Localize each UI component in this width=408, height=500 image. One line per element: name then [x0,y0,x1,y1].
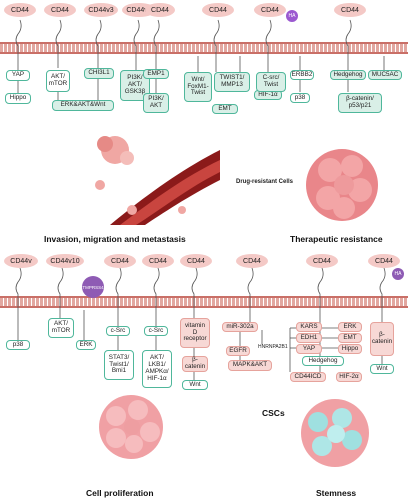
box-stat3-twist1-bmi1: STAT3/ Twist1/ Bmi1 [104,350,134,380]
box-mapk-akt: MAPK&AKT [228,360,272,371]
box-yap: YAP [296,344,322,354]
box-bcatenin: β- catenin [182,356,208,372]
receptor-label: CD44v10 [46,254,84,268]
receptor-label: CD44 [145,3,175,17]
receptor-label: CD44 [368,254,400,268]
box-emt: EMT [338,333,362,343]
box-p38: p38 [290,93,310,103]
receptor-label: CD44 [44,3,76,17]
box-erk: ERK [338,322,362,332]
box-csrc-2: c-Src [144,326,168,336]
box-vitamin-d-receptor: vitamin D receptor [180,318,210,348]
box-emt: EMT [212,104,238,114]
hyaluronan-circle: HA [392,268,404,280]
box-emp1: EMP1 [143,69,169,79]
bottom-cell-membrane [0,296,408,308]
hyaluronan-circle: HA [286,10,298,22]
box-hippo: Hippo [338,344,362,354]
box-pi3k-akt: PI3K/ AKT [143,93,169,113]
box-csrc-1: c-Src [106,326,130,336]
box-erbb2: ERBB2 [290,70,314,80]
box-mir302a: miR-302a [222,322,258,332]
box-edh1: EDH1 [296,333,322,343]
caption-cell-proliferation: Cell proliferation [86,488,154,498]
proliferating-cells-illustration [86,392,176,462]
csc-tumor-illustration [290,396,380,470]
box-bcatenin-2: β- catenin [370,322,394,356]
box-hippo: Hippo [5,93,31,104]
receptor-label: CD44 [142,254,174,268]
receptor-label: CD44 [254,3,286,17]
caption-stemness: Stemness [316,488,357,498]
box-wnt-foxm1-twist: Wnt/ FoxM1- Twist [184,72,212,102]
blood-vessel-illustration [70,130,220,225]
box-chi3l1: CHI3L1 [84,68,114,79]
receptor-label: CD44 [334,3,366,17]
box-cd44icd: CD44ICD [290,372,326,382]
receptor-label: CD44 [180,254,212,268]
receptor-label: CD44 [236,254,268,268]
receptor-label: CD44 [104,254,136,268]
box-akt-mtor: AKT/ mTOR [48,318,74,338]
box-hif2a: HIF-2α [336,372,362,382]
tumor-mass-illustration [300,140,384,230]
tmprss4-circle: TMPRSS4 [82,276,104,298]
caption-invasion: Invasion, migration and metastasis [44,234,186,244]
box-csrc-twist: C-src/ Twist [256,72,286,92]
top-cell-membrane [0,42,408,54]
box-erk-akt-wnt: ERK&AKT&Wnt [52,100,114,111]
box-egfr: EGFR [226,346,250,356]
receptor-label: CD44 [306,254,338,268]
drug-resistant-label: Drug-resistant Cells [236,179,294,185]
box-erk: ERK [76,340,96,350]
receptor-label: CD44 [4,3,36,17]
receptor-label: CD44 [202,3,234,17]
cscs-label: CSCs [262,408,285,418]
box-wnt: Wnt [182,380,208,390]
box-wnt-2: Wnt [370,364,394,374]
box-yap: YAP [6,70,30,81]
label-hnrnpa2b1: HNRNPA2B1 [258,344,288,350]
box-twist1-mmp13: TWIST1/ MMP13 [214,72,250,92]
box-akt-mtor: AKT/ mTOR [46,70,70,92]
box-kars: KARS [296,322,322,332]
box-p38: p38 [6,340,30,350]
caption-therapeutic-resistance: Therapeutic resistance [290,234,383,244]
box-akt-lkb1: AKT/ LKB1/ AMPKα/ HIF-1α [142,350,172,388]
box-hedgehog: Hedgehog [330,70,366,80]
box-bcatenin-p53-p21: β-catenin/ p53/p21 [338,93,382,113]
box-hedgehog: Hedgehog [302,356,344,366]
receptor-label: CD44v [4,254,38,268]
receptor-label: CD44v3 [84,3,118,17]
box-muc5ac: MUC5AC [368,70,402,80]
